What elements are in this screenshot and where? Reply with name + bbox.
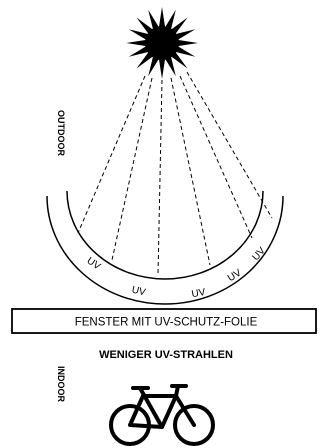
uv-ray [180,76,252,238]
uv-ray [112,78,152,260]
uv-label: UV [131,285,147,299]
window-box: FENSTER MIT UV-SCHUTZ-FOLIE [12,309,316,333]
uv-arc [47,191,283,304]
indoor-label: INDOOR [56,366,66,403]
less-uv-label: WENIGER UV-STRAHLEN [99,349,233,361]
uv-label: UV [85,255,103,272]
uv-ray [187,72,272,218]
uv-ray [171,78,210,265]
sun-icon [126,7,198,79]
uv-ray [158,80,162,275]
uv-label: UV [226,267,244,284]
window-label: FENSTER MIT UV-SCHUTZ-FOLIE [75,317,258,329]
bicycle-icon [111,386,213,444]
outdoor-label: OUTDOOR [56,110,66,156]
uv-label: UV [250,245,268,263]
